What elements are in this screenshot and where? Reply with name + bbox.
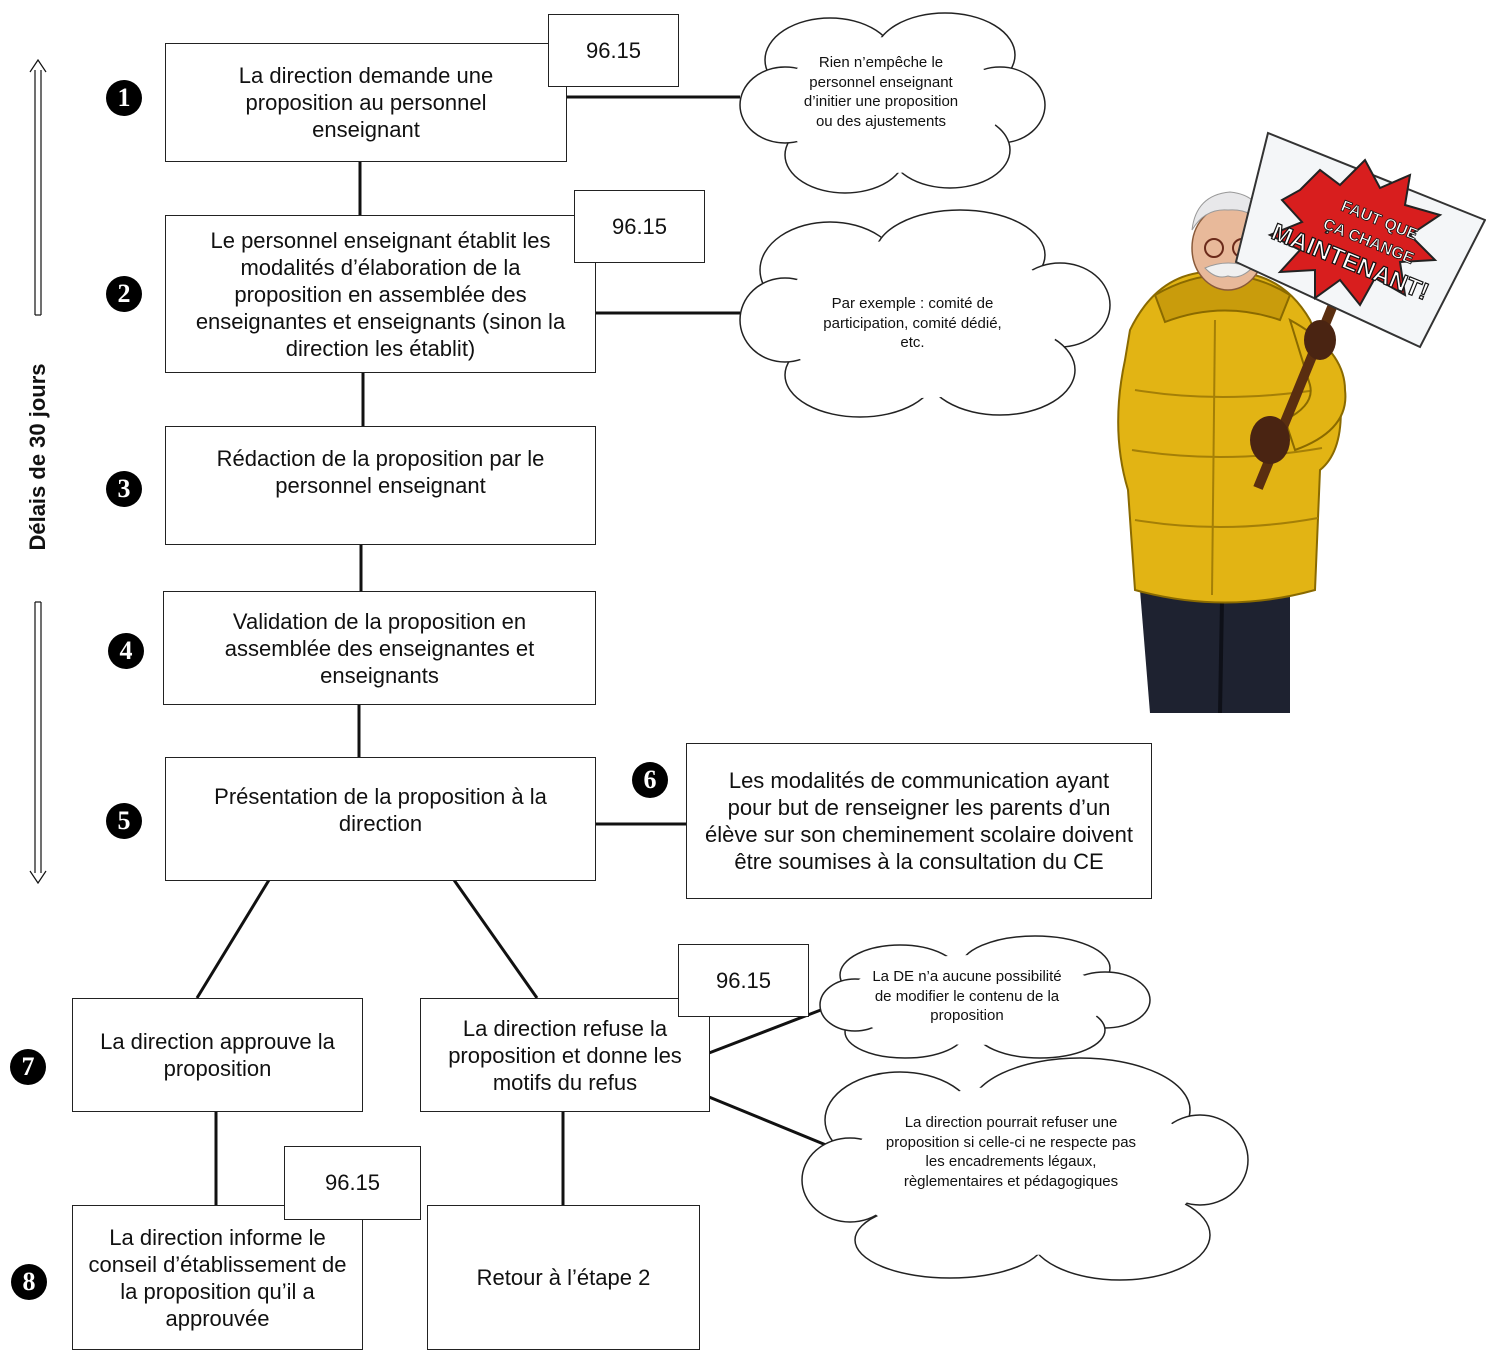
- step-8-inform-box: La direction informe le conseil d’établi…: [72, 1205, 363, 1350]
- cloud-1-text: Rien n’empêche le personnel enseignant d…: [803, 54, 959, 130]
- step-1-box: La direction demande une proposition au …: [165, 43, 567, 162]
- step-8-return-box: Retour à l’étape 2: [427, 1205, 700, 1350]
- ref-box-step-7: 96.15: [678, 944, 809, 1017]
- step-2-box: Le personnel enseignant établit les moda…: [165, 215, 596, 373]
- step-number-6: 6: [632, 762, 668, 798]
- step-7-approve-box: La direction approuve la proposition: [72, 998, 363, 1112]
- step-number-3: 3: [106, 471, 142, 507]
- step-6-box: Les modalités de communication ayant pou…: [686, 743, 1152, 899]
- step-number-7: 7: [10, 1049, 46, 1085]
- step-4-box: Validation de la proposition en assemblé…: [163, 591, 596, 705]
- delay-arrow-up: [29, 58, 47, 316]
- cloud-4-text: La direction pourrait refuser une propos…: [885, 1114, 1137, 1190]
- ref-box-step-2: 96.15: [574, 190, 705, 263]
- delay-label: Délais de 30 jours: [25, 363, 50, 551]
- cloud-3-text: La DE n’a aucune possibilité de modifier…: [872, 968, 1062, 1024]
- cloud-2-text: Par exemple : comité de participation, c…: [823, 295, 1002, 351]
- cloud-4: [801, 1057, 1249, 1281]
- step-number-4: 4: [108, 633, 144, 669]
- delay-arrow-down: [29, 601, 47, 885]
- cloud-2: [739, 209, 1111, 418]
- step-number-2: 2: [106, 276, 142, 312]
- cloud-1: [739, 12, 1046, 194]
- step-number-8: 8: [11, 1264, 47, 1300]
- protester-illustration: FAUT QUE ÇA CHANGE MAINTENANT!: [1117, 131, 1486, 714]
- step-3-box: Rédaction de la proposition par le perso…: [165, 426, 596, 545]
- cloud-3: [819, 935, 1151, 1059]
- step-number-1: 1: [106, 80, 142, 116]
- step-5-box: Présentation de la proposition à la dire…: [165, 757, 596, 881]
- step-number-5: 5: [106, 803, 142, 839]
- ref-box-step-8: 96.15: [284, 1146, 421, 1220]
- step-7-refuse-box: La direction refuse la proposition et do…: [420, 998, 710, 1112]
- ref-box-step-1: 96.15: [548, 14, 679, 87]
